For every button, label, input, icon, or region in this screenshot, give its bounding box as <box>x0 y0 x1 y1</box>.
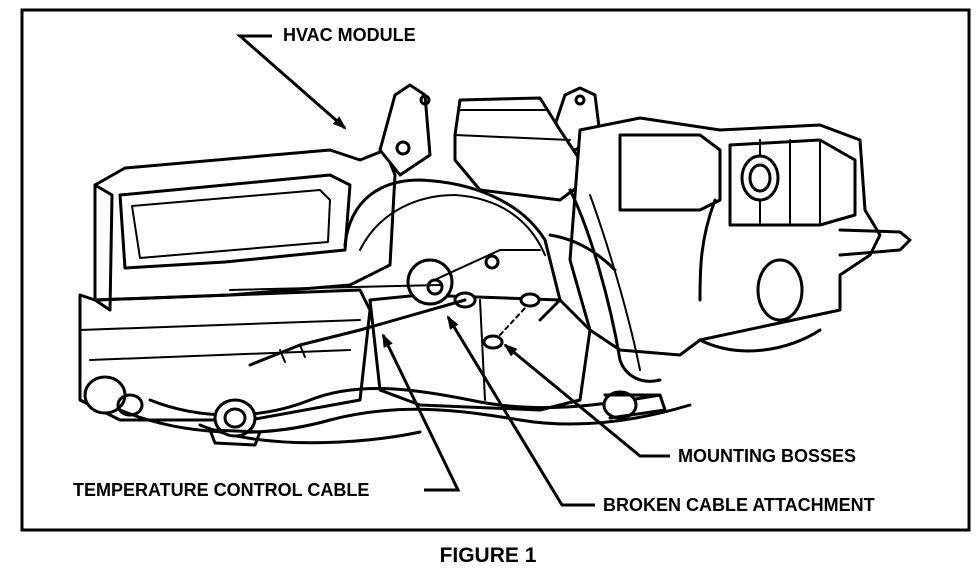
label-temperature-control-cable: TEMPERATURE CONTROL CABLE <box>73 333 461 500</box>
broken-cable-attachment-label: BROKEN CABLE ATTACHMENT <box>603 495 875 515</box>
figure-frame <box>20 8 971 532</box>
label-mounting-bosses: MOUNTING BOSSES <box>503 343 856 466</box>
mounting-bosses-label: MOUNTING BOSSES <box>678 446 856 466</box>
figure-caption: FIGURE 1 <box>440 544 537 567</box>
hvac-module-drawing <box>78 83 912 447</box>
label-hvac-module: HVAC MODULE <box>236 25 416 130</box>
hvac-module-label: HVAC MODULE <box>283 25 416 45</box>
temperature-control-cable-label: TEMPERATURE CONTROL CABLE <box>73 480 369 500</box>
label-broken-cable-attachment: BROKEN CABLE ATTACHMENT <box>446 315 875 515</box>
